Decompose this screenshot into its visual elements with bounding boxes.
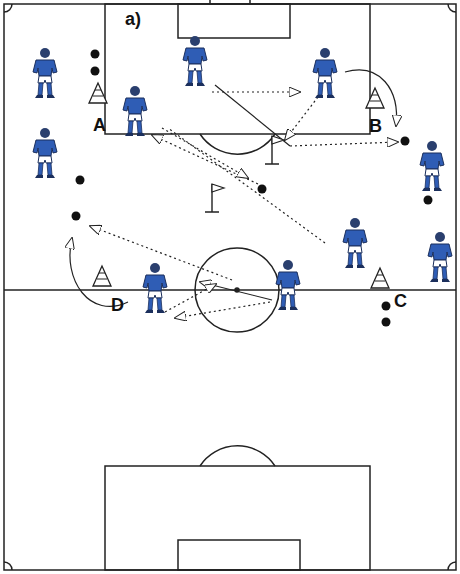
pitch-lines [4,0,456,570]
movement-arrows [70,70,398,318]
cone-letter: C [393,292,408,310]
panel-letter: a) [124,10,142,28]
flags [205,136,284,212]
cone-letter: B [368,117,383,135]
cones [89,83,389,288]
players [33,36,452,313]
balls [72,50,433,327]
cone-letter: D [110,296,125,314]
cone-letter: A [92,116,107,134]
